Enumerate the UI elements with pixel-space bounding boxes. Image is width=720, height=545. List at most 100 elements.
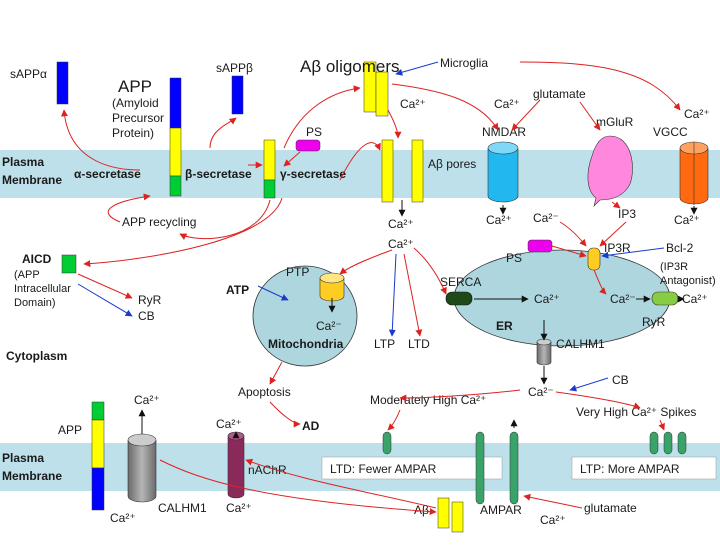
abeta-bottom-label: Aβ <box>414 503 429 517</box>
er-calhm1-label: CALHM1 <box>556 337 605 351</box>
vgcc-label: VGCC <box>653 125 688 139</box>
nmdar-channel <box>487 141 519 203</box>
mitochondria-label: Mitochondria <box>268 337 344 351</box>
glutamate-bottom-label: glutamate <box>584 501 637 515</box>
ca-nachr-top: Ca²⁺ <box>216 417 242 431</box>
abeta-bottom-1 <box>437 497 450 529</box>
ptp-label: PTP <box>286 265 309 279</box>
c99-fragment <box>263 139 276 199</box>
er-ca-in: Ca²⁺ <box>534 292 560 306</box>
bcl2-label: Bcl-2 <box>666 241 694 255</box>
app-title: APP <box>118 77 152 96</box>
calhm1-label: CALHM1 <box>158 501 207 515</box>
ryr-left-label: RyR <box>138 293 162 307</box>
signaling-arrows <box>61 61 698 516</box>
ptp-channel <box>319 272 345 302</box>
sappbeta-label: sAPPβ <box>216 61 253 75</box>
bcl2-note-1: (IP3R <box>660 261 688 273</box>
er-label: ER <box>496 319 513 333</box>
app-desc-3: Protein) <box>112 126 154 140</box>
er-presenilin <box>527 239 553 253</box>
ca-calhm1-top: Ca²⁺ <box>134 393 160 407</box>
aicd-label: AICD <box>22 252 52 266</box>
bcl2-note-2: Antagonist) <box>660 275 716 287</box>
calhm1-channel <box>127 433 157 503</box>
serca-pump <box>445 291 473 306</box>
aicd-desc-3: Domain) <box>14 297 56 309</box>
glutamate-top-label: glutamate <box>533 87 586 101</box>
ryr-channel <box>651 291 679 306</box>
atp-label: ATP <box>226 283 249 297</box>
endoplasmic-reticulum <box>453 249 671 347</box>
sappbeta-fragment <box>231 75 244 115</box>
app-desc-1: (Amyloid <box>112 96 159 110</box>
membrane-bottom-label-1: Plasma <box>2 451 44 465</box>
mglur-receptor <box>587 135 633 207</box>
abeta-pore-right <box>411 139 424 203</box>
sappalpha-label: sAPPα <box>10 67 47 81</box>
ltp-label: LTP <box>374 337 395 351</box>
ampar-receptors-ltp <box>649 431 687 455</box>
ca-calhm1-bottom: Ca²⁺ <box>110 511 136 525</box>
app-protein-bottom <box>91 401 105 511</box>
very-high-ca-label: Very High Ca²⁺ Spikes <box>576 405 696 419</box>
app-desc-2: Precursor <box>112 111 164 125</box>
abeta-pore-left <box>381 139 394 203</box>
ltp-box-label: LTP: More AMPAR <box>580 462 680 476</box>
abeta-bottom-2 <box>451 501 464 533</box>
ip3r-channel <box>587 247 601 271</box>
ca-mglur-out: Ca²⁻ <box>533 211 559 225</box>
ltd-box <box>321 456 503 480</box>
ca-vgcc-top-label: Ca²⁺ <box>684 107 710 121</box>
aicd-fragment <box>61 254 77 274</box>
nachr-label: nAChR <box>248 463 287 477</box>
app-recycling-label: APP recycling <box>122 215 196 229</box>
app-protein <box>169 77 182 197</box>
ampar-receptor-ltd <box>382 431 392 455</box>
er-ryr-label: RyR <box>642 315 666 329</box>
ampar-label: AMPAR <box>480 503 522 517</box>
abeta-oligomers-label: Aβ oligomers <box>300 57 400 76</box>
vgcc-channel <box>679 141 709 205</box>
sappalpha-fragment <box>56 61 69 105</box>
abeta-pores-label: Aβ pores <box>428 157 476 171</box>
presenilin-ps <box>295 139 321 152</box>
er-ca-out: Ca²⁺ <box>682 292 708 306</box>
ampar-receptors <box>475 431 519 505</box>
gamma-secretase-label: γ-secretase <box>280 167 346 181</box>
aicd-desc-2: Intracellular <box>14 283 71 295</box>
app-bottom-label: APP <box>58 423 82 437</box>
ltp-box <box>571 456 717 480</box>
cytoplasm-label: Cytoplasm <box>6 349 67 363</box>
mito-ca-label: Ca²⁻ <box>316 319 342 333</box>
cb-left-label: CB <box>138 309 155 323</box>
ca-vgcc-bottom: Ca²⁺ <box>674 213 700 227</box>
membrane-top-label-1: Plasma <box>2 155 44 169</box>
serca-label: SERCA <box>440 275 481 289</box>
alpha-secretase-label: α-secretase <box>74 167 141 181</box>
ca-ampar-label: Ca²⁺ <box>540 513 566 527</box>
er-cb-label: CB <box>612 373 629 387</box>
abeta-oligomer-2 <box>375 71 389 117</box>
ca-nachr-bottom: Ca²⁺ <box>226 501 252 515</box>
ip3r-label: IP3R <box>604 241 631 255</box>
membrane-bottom-label-2: Membrane <box>2 469 62 483</box>
apoptosis-label: Apoptosis <box>238 385 291 399</box>
ca-oligomer-label: Ca²⁺ <box>400 97 426 111</box>
ca-pore-in-1: Ca²⁺ <box>388 217 414 231</box>
microglia-label: Microglia <box>440 56 488 70</box>
beta-secretase-label: β-secretase <box>185 167 252 181</box>
membrane-top-label-2: Membrane <box>2 173 62 187</box>
ltd-label: LTD <box>408 337 430 351</box>
er-ca-below: Ca²⁻ <box>528 385 554 399</box>
er-ps-label: PS <box>506 251 522 265</box>
ad-label: AD <box>302 419 320 433</box>
er-ca-mid: Ca²⁻ <box>610 292 636 306</box>
nmdar-label: NMDAR <box>482 125 526 139</box>
aicd-desc-1: (APP <box>14 269 40 281</box>
ps-label: PS <box>306 125 322 139</box>
ca-nmdar-bottom: Ca²⁺ <box>486 213 512 227</box>
ca-pore-in-2: Ca²⁺ <box>388 237 414 251</box>
